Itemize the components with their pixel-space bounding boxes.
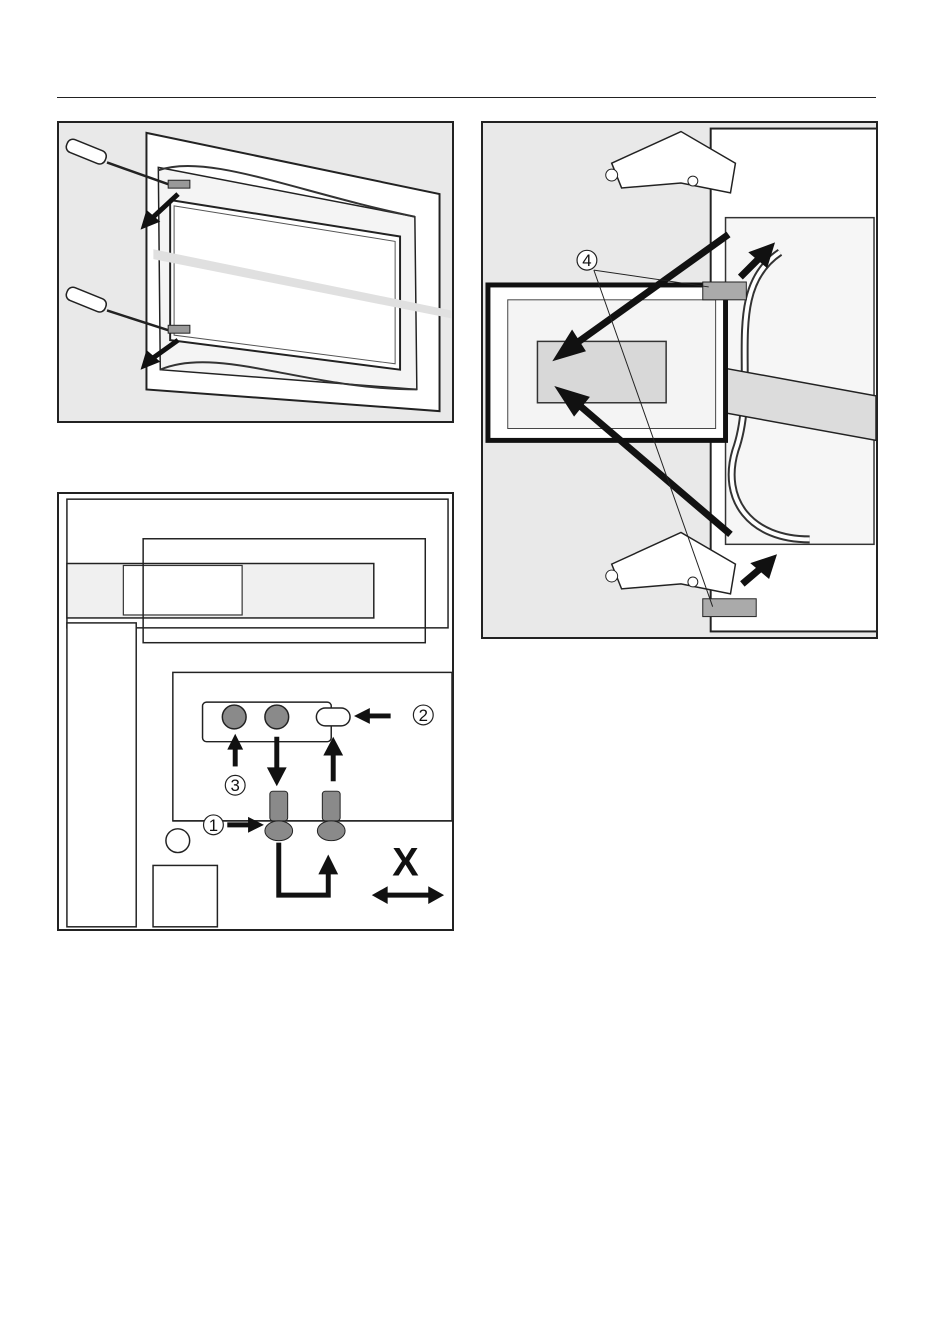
mounting-frame-shape [173,672,452,820]
screw-icon [265,791,293,840]
figure-hinge-clips: 4 [481,121,878,639]
door-removal-illustration [59,123,452,421]
figure-door-removal [57,121,454,423]
header-rule [57,97,876,98]
cabinet-side-shape [67,623,136,927]
clip-4-top [703,282,747,300]
arrow-icon [279,843,338,895]
slot-hole-shape [316,708,350,726]
double-arrow-icon [372,886,444,904]
direction-label: X [392,840,419,884]
door-clip-bottom [168,325,190,333]
torx-screw-icon [265,705,289,729]
door-clip-top [168,180,190,188]
hinge-post-shape [153,865,217,926]
hinge-clips-illustration: 4 [483,123,876,637]
arrow-icon [323,737,343,782]
torx-screw-icon [222,705,246,729]
callout-label-2: 2 [419,706,428,725]
figure-hinge-screw-adjustment: X 2 3 1 [57,492,454,931]
callout-label-4: 4 [582,251,591,270]
arrow-icon [227,817,264,833]
callout-label-1: 1 [209,816,218,835]
hinge-arm-inner [123,565,242,614]
arrow-icon [354,708,391,724]
callout-label-3: 3 [231,776,240,795]
arrow-icon [267,737,287,786]
screw-icon [317,791,345,840]
torx-screw-icon [166,829,190,853]
hinge-screw-illustration: X 2 3 1 [59,494,452,929]
detail-clip-slot [537,341,666,402]
